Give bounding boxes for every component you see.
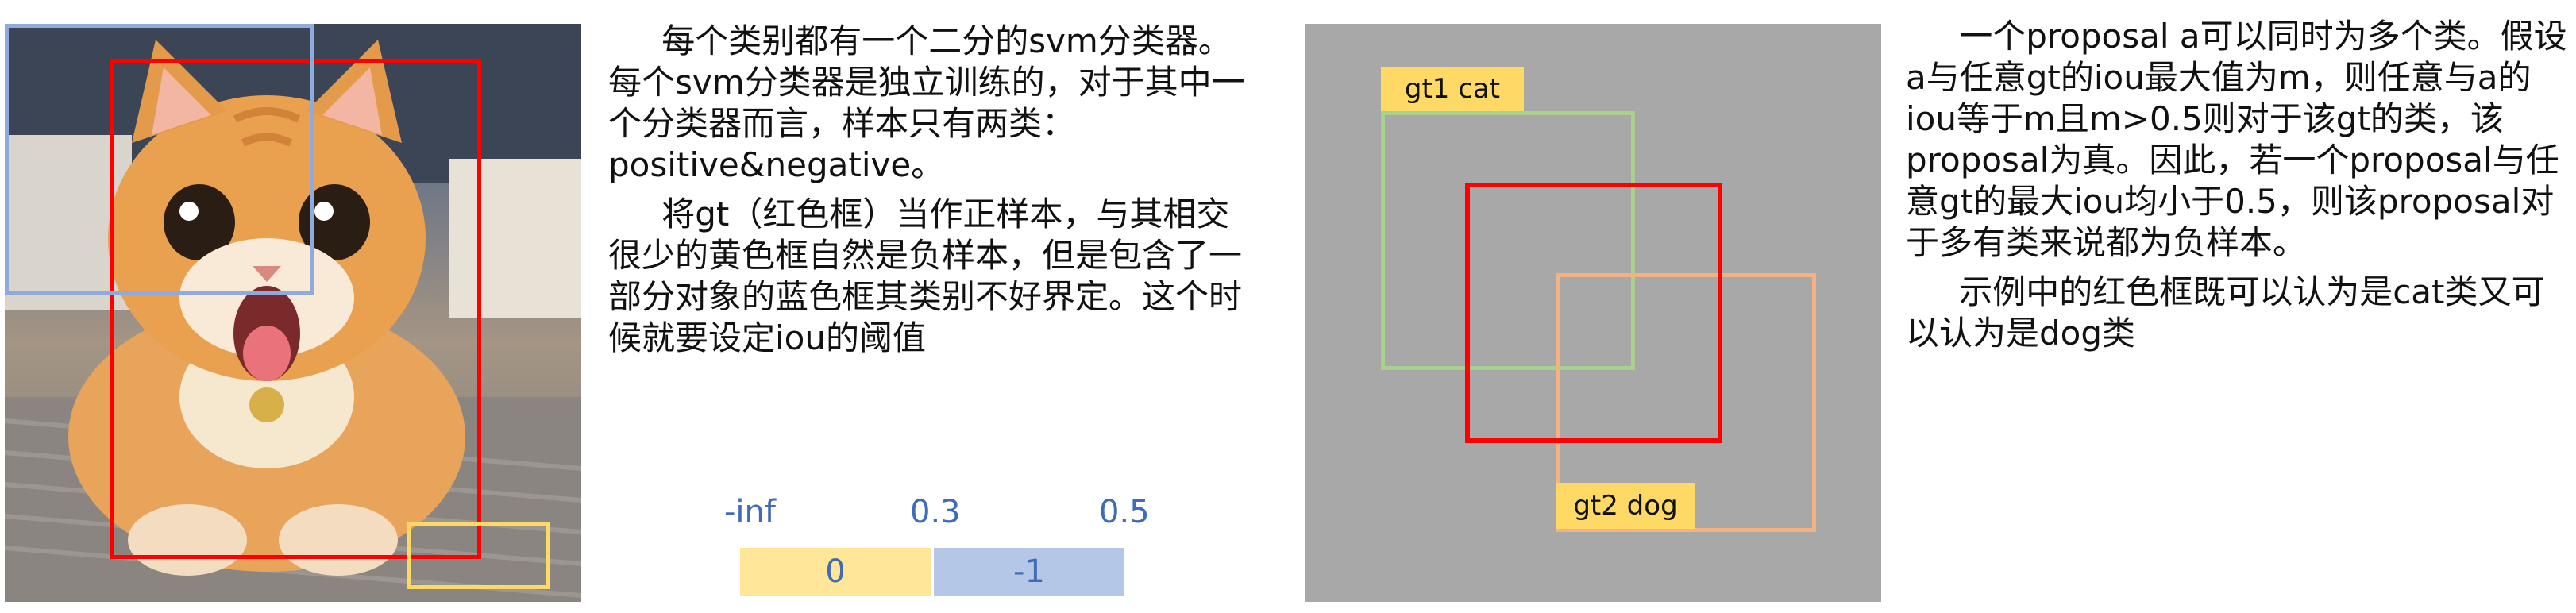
scale-cell-ignore: -1 — [934, 548, 1124, 596]
gt1-green-box — [1381, 111, 1635, 370]
threshold-neg-inf: -inf — [724, 494, 776, 530]
gt2-orange-box — [1556, 273, 1816, 532]
gt-red-box — [110, 59, 481, 559]
gt2-dog-label: gt2 dog — [1556, 483, 1695, 529]
left-paragraph-1: 每个类别都有一个二分的svm分类器。每个svm分类器是独立训练的，对于其中一个分… — [608, 21, 1245, 184]
overlap-diagram: gt1 cat gt2 dog — [1305, 24, 1881, 602]
right-paragraph-2: 示例中的红色框既可以认为是cat类又可以认为是dog类 — [1906, 272, 2545, 353]
cat-illustration — [5, 24, 581, 602]
partial-blue-box — [5, 24, 314, 295]
left-paragraph-2: 将gt（红色框）当作正样本，与其相交很少的黄色框自然是负样本，但是包含了一部分对… — [608, 195, 1243, 357]
negative-yellow-box — [407, 522, 550, 589]
left-text-block: 每个类别都有一个二分的svm分类器。每个svm分类器是独立训练的，对于其中一个分… — [608, 21, 1259, 359]
right-paragraph-1: 一个proposal a可以同时为多个类。假设a与任意gt的iou最大值为m，则… — [1906, 17, 2567, 262]
cat-photo — [5, 24, 581, 602]
gt1-cat-label: gt1 cat — [1381, 67, 1524, 111]
right-text-block: 一个proposal a可以同时为多个类。假设a与任意gt的iou最大值为m，则… — [1906, 16, 2570, 354]
threshold-0-5: 0.5 — [1099, 494, 1150, 530]
proposal-red-box — [1465, 183, 1722, 443]
threshold-0-3: 0.3 — [910, 494, 961, 530]
scale-cell-negative: 0 — [740, 548, 931, 596]
